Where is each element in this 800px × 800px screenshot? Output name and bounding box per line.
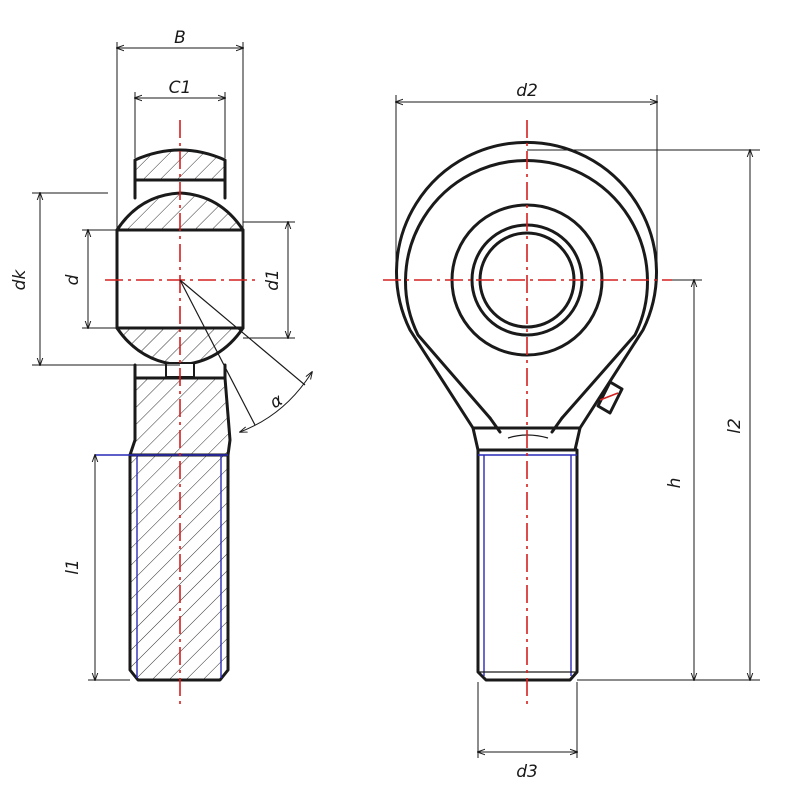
label-d3: d3: [516, 762, 538, 782]
label-C1: C1: [169, 78, 192, 98]
label-d2: d2: [516, 81, 538, 101]
label-B: B: [174, 28, 186, 48]
section-view: B C1 dk d d1 α l1: [10, 28, 312, 705]
shank-outline: [128, 376, 232, 682]
front-view: d2 l2 h d3: [383, 81, 760, 782]
housing-outline: [133, 148, 227, 182]
front-shank-outline: [476, 448, 579, 682]
eye-outer-outline: [395, 140, 658, 430]
label-d1: d1: [263, 269, 283, 291]
label-l1: l1: [63, 559, 83, 575]
label-l2: l2: [725, 418, 745, 434]
label-dk: dk: [10, 269, 30, 291]
label-alpha: α: [267, 390, 287, 413]
label-d: d: [63, 274, 83, 285]
label-h: h: [665, 478, 685, 489]
